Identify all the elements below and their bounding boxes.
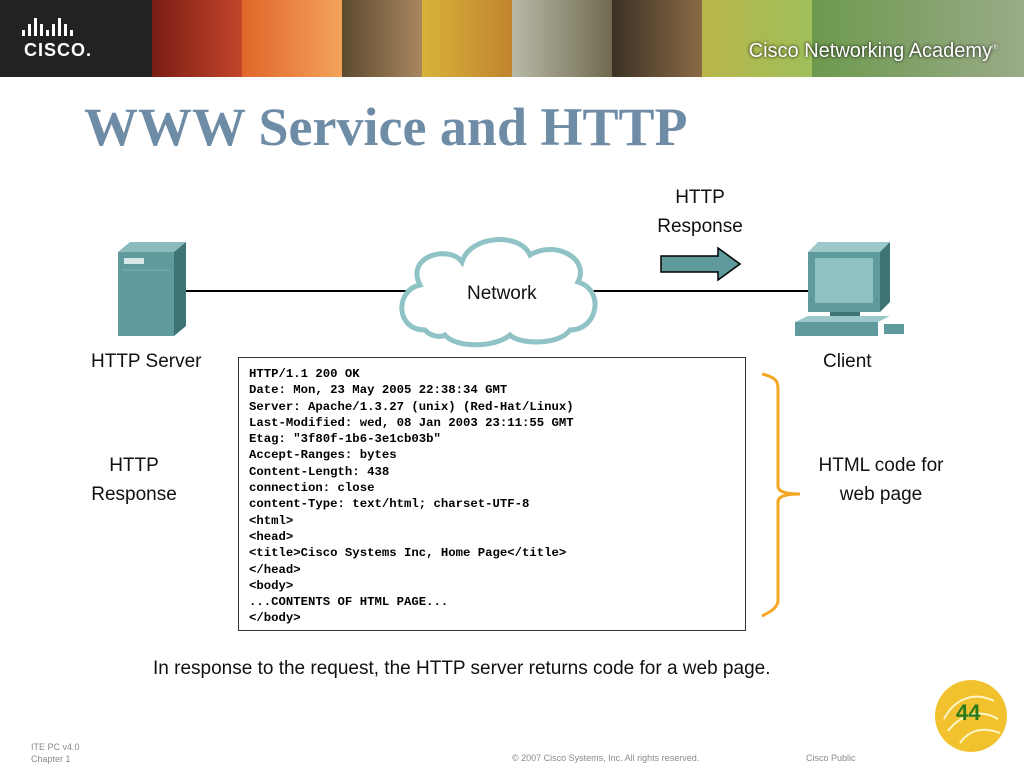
response-arrow-icon xyxy=(660,246,742,282)
http-response-code-box: HTTP/1.1 200 OK Date: Mon, 23 May 2005 2… xyxy=(238,357,746,631)
code-line: Accept-Ranges: bytes xyxy=(249,448,397,463)
student-photos-image xyxy=(152,0,1024,77)
cisco-bars-icon xyxy=(22,18,76,36)
code-line: Date: Mon, 23 May 2005 22:38:34 GMT xyxy=(249,383,508,398)
server-icon xyxy=(118,242,186,336)
code-line: <head> xyxy=(249,529,294,544)
cisco-wordmark: CISCO. xyxy=(24,40,93,60)
arrow-label: HTTP Response xyxy=(657,187,743,237)
academy-title: Cisco Networking Academy® xyxy=(748,40,998,62)
code-line: content-Type: text/html; charset-UTF-8 xyxy=(249,497,530,512)
code-line: <html> xyxy=(249,513,294,528)
code-line: <body> xyxy=(249,578,294,593)
code-line: Content-Length: 438 xyxy=(249,464,390,479)
copyright-text: © 2007 Cisco Systems, Inc. All rights re… xyxy=(512,753,700,763)
cloud-label: Network xyxy=(467,283,537,304)
code-line: Last-Modified: wed, 08 Jan 2003 23:11:55… xyxy=(249,415,574,430)
code-line: HTTP/1.1 200 OK xyxy=(249,367,360,381)
http-response-code: HTTP/1.1 200 OK Date: Mon, 23 May 2005 2… xyxy=(239,358,745,635)
client-label: Client xyxy=(823,351,872,372)
page-badge-icon xyxy=(935,680,1007,752)
code-line: ...CONTENTS OF HTML PAGE... xyxy=(249,595,449,610)
html-code-label: HTML code for web page xyxy=(818,455,944,505)
client-computer-icon xyxy=(795,242,904,336)
network-cloud-icon xyxy=(399,237,598,348)
html-bracket-icon xyxy=(761,372,801,618)
code-line: <title>Cisco Systems Inc, Home Page</tit… xyxy=(249,546,567,561)
code-line: Etag: "3f80f-1b6-3e1cb03b" xyxy=(249,432,441,447)
cisco-logo: CISCO. xyxy=(0,0,152,77)
slide-caption: In response to the request, the HTTP ser… xyxy=(153,658,771,679)
code-line: </body> xyxy=(249,611,301,626)
response-label: HTTP Response xyxy=(91,455,177,505)
server-label: HTTP Server xyxy=(91,351,202,372)
code-line: connection: close xyxy=(249,481,375,496)
course-info: ITE PC v4.0 Chapter 1 xyxy=(31,742,80,764)
slide-title: WWW Service and HTTP xyxy=(84,97,688,157)
page-number: 44 xyxy=(956,700,981,725)
classification-text: Cisco Public xyxy=(806,753,856,763)
code-line: Server: Apache/1.3.27 (unix) (Red-Hat/Li… xyxy=(249,399,574,414)
code-line: </head> xyxy=(249,562,301,577)
header-banner: CISCO. Cisco Networking Academy® xyxy=(0,0,1024,77)
